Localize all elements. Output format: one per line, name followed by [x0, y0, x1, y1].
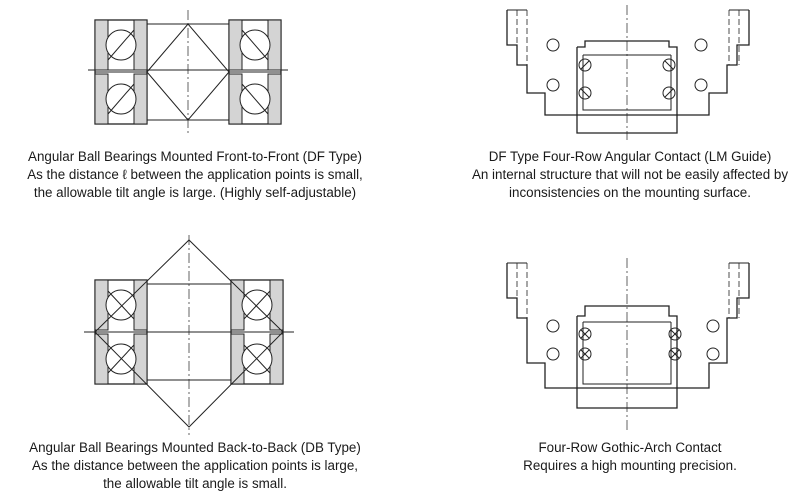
gothic-arch-diagram — [506, 258, 750, 433]
caption-line: the allowable tilt angle is small. — [103, 476, 287, 491]
caption-line: Angular Ball Bearings Mounted Back-to-Ba… — [29, 440, 361, 455]
caption-line: Requires a high mounting precision. — [523, 458, 737, 473]
df-bearing-caption: Angular Ball Bearings Mounted Front-to-F… — [0, 148, 390, 202]
caption-line: As the distance ℓ between the applicatio… — [27, 167, 363, 182]
caption-line: DF Type Four-Row Angular Contact (LM Gui… — [488, 149, 772, 164]
right-bearing-stack — [228, 19, 282, 125]
caption-line: As the distance between the application … — [31, 458, 359, 473]
caption-line: the allowable tilt angle is large. (High… — [33, 185, 357, 200]
db-bearing-caption: Angular Ball Bearings Mounted Back-to-Ba… — [0, 439, 390, 493]
left-bearing-stack — [94, 279, 148, 385]
caption-line: Angular Ball Bearings Mounted Front-to-F… — [28, 149, 362, 164]
caption-line: Four-Row Gothic-Arch Contact — [538, 440, 722, 455]
right-bearing-stack — [230, 279, 284, 385]
db-bearing-diagram — [84, 235, 294, 435]
caption-line: An internal structure that will not be e… — [471, 167, 789, 182]
left-bearing-stack — [94, 19, 148, 125]
df-bearing-diagram — [88, 10, 288, 135]
gothic-arch-caption: Four-Row Gothic-Arch Contact Requires a … — [445, 439, 810, 475]
caption-line: inconsistencies on the mounting surface. — [509, 185, 751, 200]
df-lm-guide-caption: DF Type Four-Row Angular Contact (LM Gui… — [445, 148, 810, 202]
df-lm-guide-diagram — [506, 5, 750, 140]
